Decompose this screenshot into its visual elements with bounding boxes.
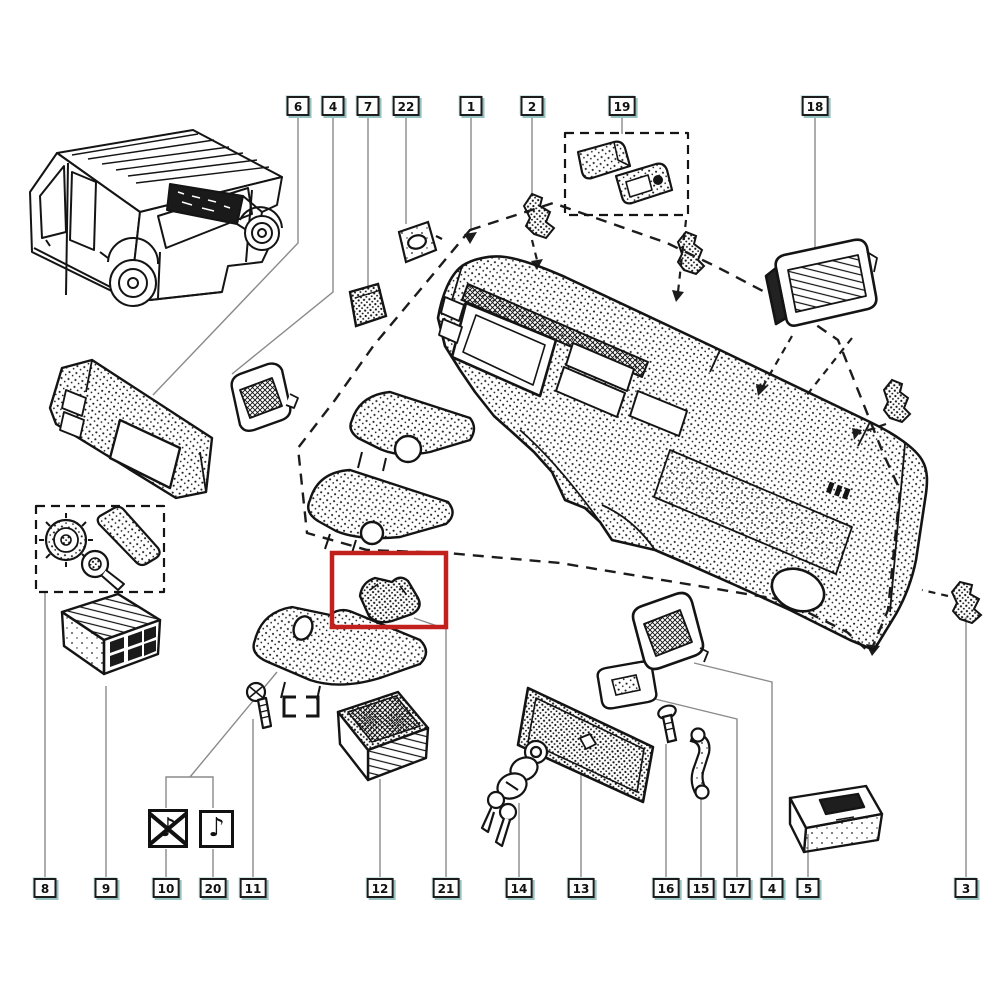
- speaker-grille-top: [230, 362, 299, 433]
- callout-8[interactable]: 8: [33, 878, 57, 898]
- callout-7[interactable]: 7: [356, 96, 380, 116]
- callout-1-number: 1: [466, 99, 476, 114]
- callout-11[interactable]: 11: [239, 878, 267, 898]
- screw-11: [245, 681, 273, 730]
- callout-4-bottom[interactable]: 4: [760, 878, 784, 898]
- check-strap-15: [689, 727, 711, 800]
- clip-center: [676, 230, 706, 276]
- callout-4-top[interactable]: 4: [321, 96, 345, 116]
- storage-tray-12: [336, 690, 430, 782]
- no-radio-icon: ♪: [148, 809, 188, 848]
- bracket-kit-19: [563, 131, 690, 217]
- dashboard-main-panel: [436, 255, 929, 652]
- callout-5[interactable]: 5: [796, 878, 820, 898]
- callout-2-number: 2: [527, 99, 537, 114]
- callout-5-number: 5: [803, 881, 813, 896]
- ignition-lock-14: [480, 739, 549, 848]
- callout-6-number: 6: [293, 99, 303, 114]
- clip-3: [950, 580, 983, 625]
- no-radio-note-glyph: ♪: [159, 812, 177, 843]
- callout-10-number: 10: [157, 881, 175, 896]
- callout-17[interactable]: 17: [723, 878, 751, 898]
- van-illustration: [29, 129, 283, 307]
- callout-14-number: 14: [510, 881, 528, 896]
- callout-12[interactable]: 12: [366, 878, 394, 898]
- side-vent-18: [764, 238, 878, 327]
- callout-4-top-number: 4: [328, 99, 338, 114]
- glovebox-lid-13: [516, 686, 655, 804]
- callout-13[interactable]: 13: [567, 878, 595, 898]
- small-vent-22: [397, 220, 443, 264]
- blanking-plate-7: [348, 282, 388, 328]
- callout-14[interactable]: 14: [505, 878, 533, 898]
- callout-10[interactable]: 10: [152, 878, 180, 898]
- callout-19-number: 19: [613, 99, 631, 114]
- handle-plate-17: [596, 660, 658, 710]
- callout-3-number: 3: [961, 881, 971, 896]
- callout-12-number: 12: [371, 881, 389, 896]
- callout-13-number: 13: [572, 881, 590, 896]
- callout-15-number: 15: [692, 881, 710, 896]
- callout-1[interactable]: 1: [459, 96, 483, 116]
- callout-6[interactable]: 6: [286, 96, 310, 116]
- callout-3[interactable]: 3: [954, 878, 978, 898]
- callout-17-number: 17: [728, 881, 746, 896]
- stop-pin-16: [657, 704, 678, 744]
- callout-9[interactable]: 9: [94, 878, 118, 898]
- callout-4-bottom-number: 4: [767, 881, 777, 896]
- callout-21-number: 21: [437, 881, 455, 896]
- highlight-box: [329, 550, 449, 630]
- callout-15[interactable]: 15: [687, 878, 715, 898]
- bracket-symbol: [282, 695, 320, 718]
- clip-2: [522, 192, 556, 240]
- callout-18[interactable]: 18: [801, 96, 829, 116]
- callout-16[interactable]: 16: [652, 878, 680, 898]
- speaker-grille-bottom-4: [631, 591, 709, 671]
- switch-kit-8: [34, 504, 166, 594]
- air-vent-9: [60, 592, 162, 676]
- callout-7-number: 7: [363, 99, 373, 114]
- callout-8-number: 8: [40, 881, 50, 896]
- radio-icon: ♪: [199, 810, 234, 848]
- ashtray-5: [788, 784, 884, 854]
- part-21-bracket: [358, 576, 421, 624]
- callout-2[interactable]: 2: [520, 96, 544, 116]
- lower-dash-shroud: [252, 605, 428, 701]
- instrument-bezel: [48, 358, 214, 500]
- clip-right: [882, 378, 912, 424]
- callout-9-number: 9: [101, 881, 111, 896]
- callout-16-number: 16: [657, 881, 675, 896]
- callout-22[interactable]: 22: [392, 96, 420, 116]
- callout-21[interactable]: 21: [432, 878, 460, 898]
- steering-column-shrouds: [307, 390, 476, 554]
- radio-note-glyph: ♪: [208, 813, 225, 843]
- callout-20[interactable]: 20: [199, 878, 227, 898]
- callout-19[interactable]: 19: [608, 96, 636, 116]
- callout-18-number: 18: [806, 99, 824, 114]
- callout-20-number: 20: [204, 881, 222, 896]
- callout-11-number: 11: [244, 881, 262, 896]
- callout-22-number: 22: [397, 99, 415, 114]
